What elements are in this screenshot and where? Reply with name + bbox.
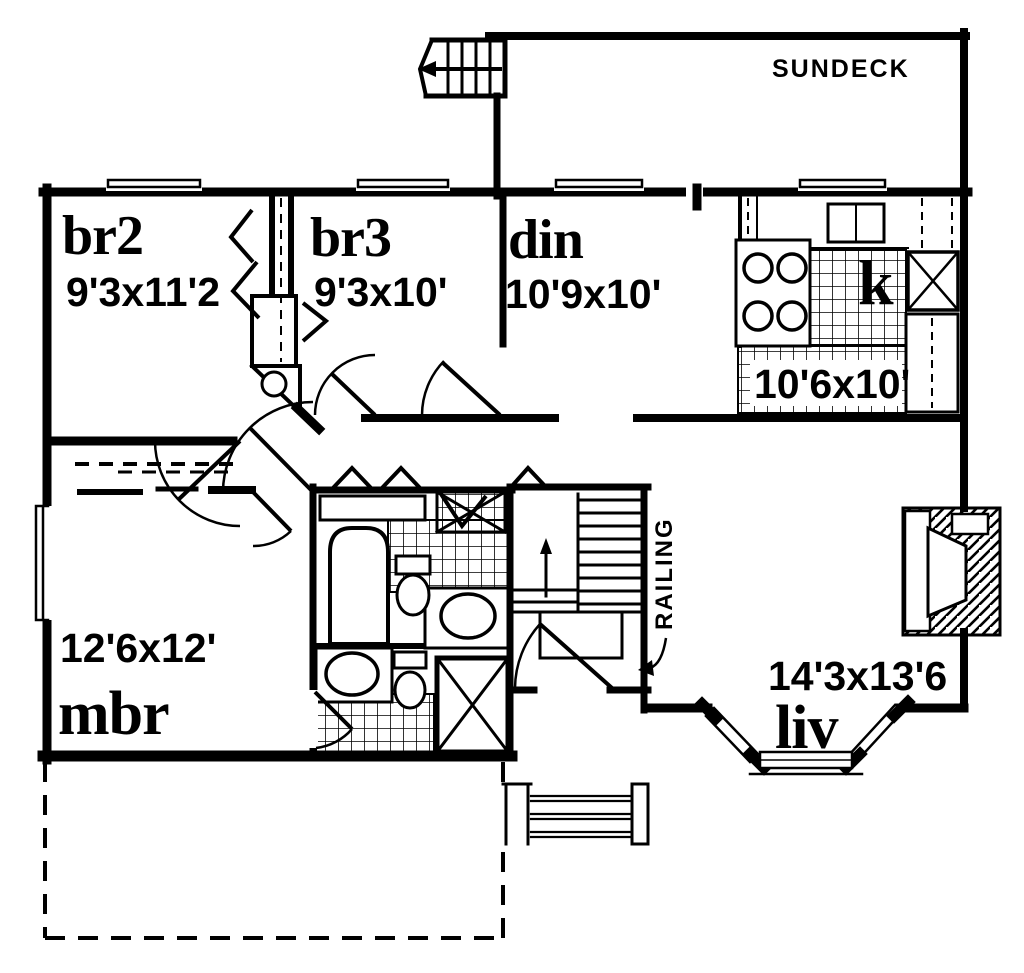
hall-door-leaf [248, 426, 315, 494]
toilet1-bowl [395, 573, 431, 617]
hall-closet [250, 294, 298, 368]
br2-bifold-door-1 [228, 208, 255, 264]
linen-bifold-door-2 [380, 465, 422, 490]
bay-window-left-glass [704, 706, 760, 764]
sundeck: SUNDECK [417, 28, 970, 200]
entry-walls [506, 686, 652, 714]
refrigerator-x [906, 250, 960, 312]
room-dims-br3: 9'3x10' [314, 269, 448, 315]
deck-outline [43, 762, 505, 940]
br2-bifold-door-2 [230, 260, 261, 320]
br3-door-leaf [330, 372, 377, 417]
flue [950, 512, 990, 536]
entry [501, 622, 652, 846]
room-kitchen: k 10'6x10' [750, 247, 910, 407]
window-br3 [356, 177, 450, 191]
kitchen-fixtures [734, 194, 960, 414]
room-label-kitchen: k [858, 247, 894, 318]
fireplace [901, 506, 1002, 637]
br3-door-arc [313, 353, 376, 416]
ensuite-door-leaf [313, 690, 354, 731]
room-dims-br2: 9'3x11'2 [66, 269, 220, 315]
stair-treads [576, 498, 643, 606]
room-dims-kitchen: 10'6x10' [754, 361, 910, 407]
room-dims-mbr: 12'6x12' [60, 625, 216, 671]
room-br2: br2 9'3x11'2 [62, 205, 220, 315]
sundeck-stairs [417, 37, 508, 99]
bay-window [643, 694, 969, 776]
entry-steps [501, 782, 650, 846]
room-label-din: din [508, 209, 584, 271]
ensuite-door-opening [309, 690, 318, 748]
bath1-sink [439, 592, 497, 640]
bathtub [328, 526, 390, 646]
toilet1-tank [394, 554, 432, 576]
br3-bifold-door [301, 301, 330, 343]
railing-arrowhead [638, 660, 654, 676]
arrowhead [418, 61, 436, 77]
bath1-door [439, 492, 488, 530]
sundeck-label: SUNDECK [772, 55, 910, 83]
room-dims-liv: 14'3x13'6 [768, 653, 947, 699]
room-dims-din: 10'9x10' [505, 271, 661, 317]
hall-door-arc [221, 400, 314, 493]
angled-wall [290, 401, 326, 436]
windows-top [106, 177, 887, 197]
br2-br3-closet-wall [269, 189, 294, 297]
bath2-sink [324, 651, 380, 697]
bay-window-right-glass [847, 703, 904, 764]
closet-doors [228, 208, 547, 490]
stair-closet-bifold [510, 465, 547, 488]
interior-walls-bedrooms [42, 183, 968, 446]
kitchen-tile-floor [797, 249, 907, 347]
ensuite-door-arc [315, 728, 353, 750]
living-room [643, 506, 1002, 776]
room-br3: br3 9'3x10' [310, 207, 448, 315]
water-heater [260, 370, 288, 398]
vanity-counter [318, 494, 427, 522]
room-liv: 14'3x13'6 liv [768, 653, 947, 762]
room-label-liv: liv [775, 694, 838, 762]
window-br2 [106, 177, 202, 191]
mbr-door-arc [252, 530, 292, 548]
bathrooms [309, 486, 516, 755]
br2-door-arc [153, 440, 241, 528]
upper-cabinets-dashed [747, 198, 953, 250]
window-mbr [34, 504, 53, 622]
arrowhead-up [540, 538, 552, 554]
stove-burners [742, 252, 808, 332]
staircase: RAILING [506, 483, 678, 762]
room-mbr: 12'6x12' mbr [58, 625, 216, 748]
entry-door-leaf [538, 622, 614, 690]
toilet2-tank [392, 650, 428, 670]
mbr-door-leaf [251, 490, 293, 533]
window-kitchen [798, 177, 887, 191]
toilet2-bowl [393, 670, 427, 710]
room-labels: br2 9'3x11'2 br3 9'3x10' din 10'9x10' k … [58, 205, 947, 762]
din-door-leaf [441, 361, 502, 417]
entry-door-arc [513, 623, 541, 689]
shower-x [434, 655, 511, 755]
room-label-br2: br2 [62, 205, 143, 267]
railing-label: RAILING [651, 517, 678, 630]
window-din [554, 177, 644, 191]
kitchen-dims-bg [750, 360, 902, 406]
room-label-mbr: mbr [58, 680, 169, 748]
din-door-arc [420, 360, 445, 416]
room-label-br3: br3 [310, 207, 391, 269]
room-din: din 10'9x10' [505, 209, 661, 317]
linen-bifold-door-1 [331, 465, 373, 490]
